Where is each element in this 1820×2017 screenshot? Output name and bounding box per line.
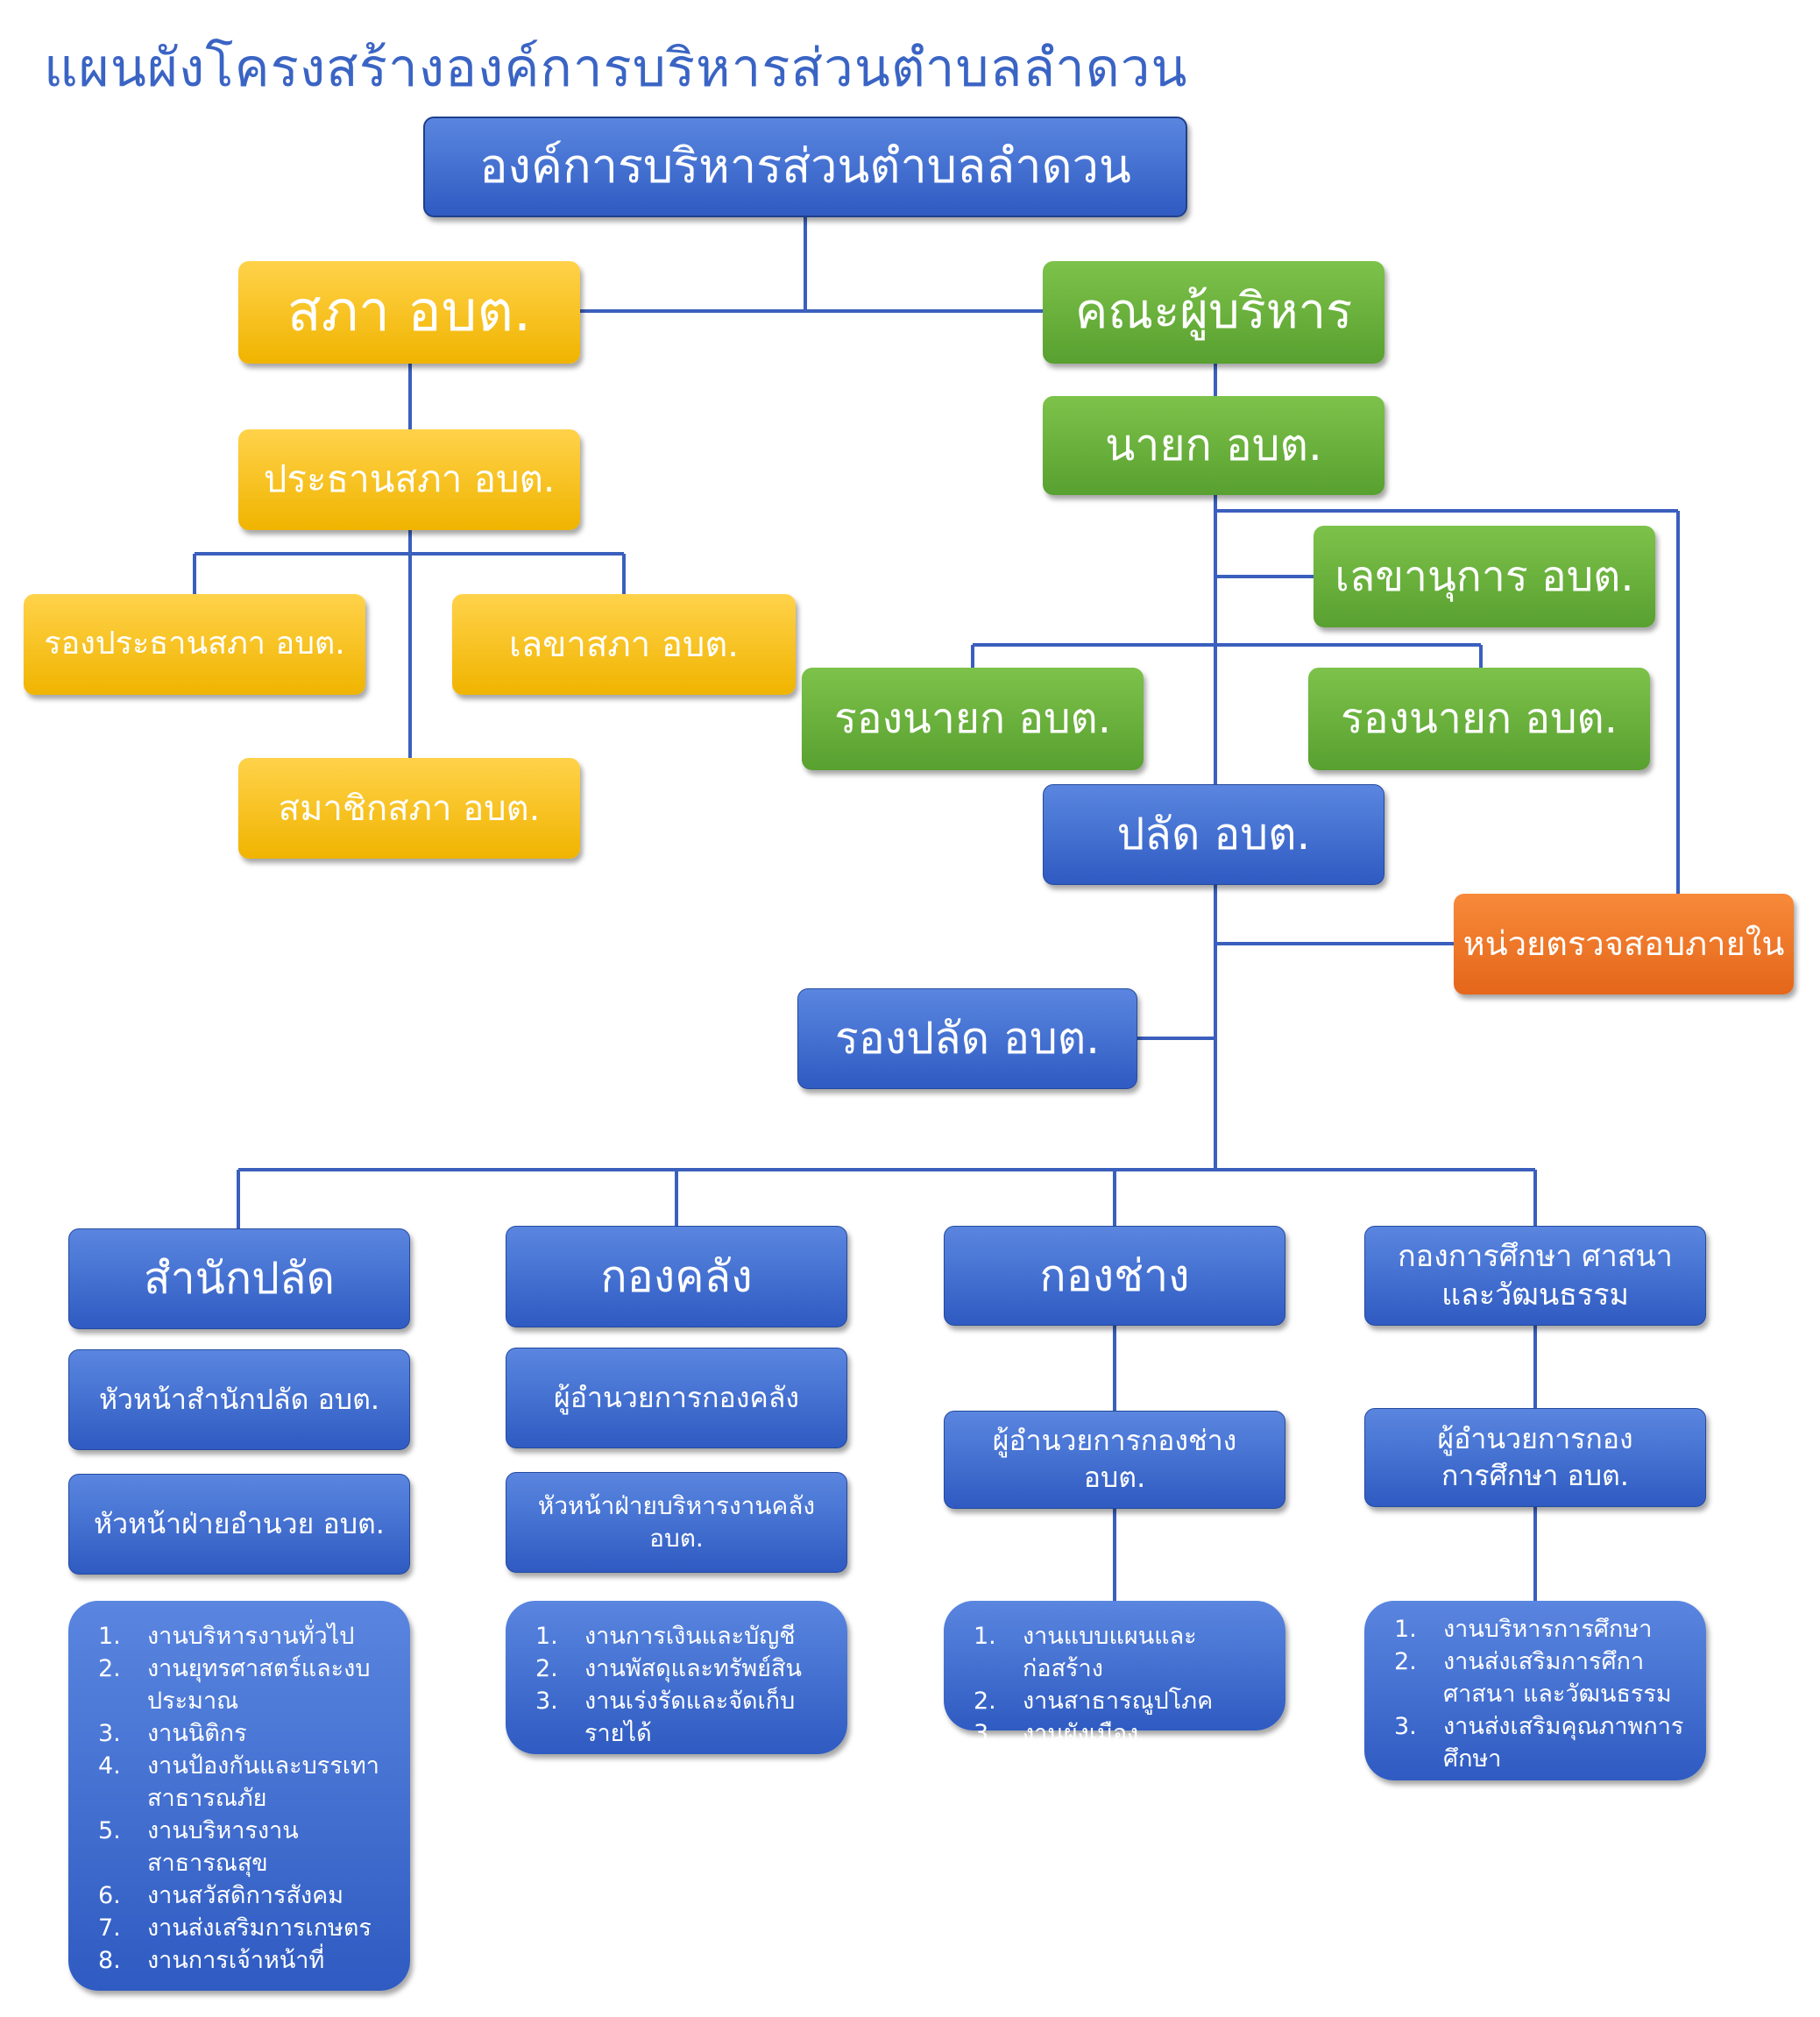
list-item: 1.งานการเงินและบัญชี — [535, 1623, 796, 1650]
deputy-clerk-label: รองปลัด อบต. — [834, 1013, 1101, 1064]
list-item: 4.งานป้องกันและบรรเทาสาธารณภัย — [98, 1752, 379, 1812]
list-item: 3.งานเร่งรัดและจัดเก็บรายได้ — [535, 1688, 796, 1747]
division-education-node: กองการศึกษา ศาสนาและวัฒนธรรม — [1364, 1226, 1706, 1326]
list-item: 7.งานส่งเสริมการเกษตร — [98, 1914, 372, 1942]
list-item: 2.งานส่งเสริมการศึกาศาสนา และวัฒนธรรม — [1394, 1648, 1672, 1708]
division-finance-head-label: ผู้อำนวยการกองคลัง — [554, 1380, 799, 1414]
list-item: 8.งานการเจ้าหน้าที่ — [98, 1947, 325, 1974]
division-office-node: สำนักปลัด — [68, 1228, 410, 1329]
list-item: 3.งานนิติกร — [98, 1720, 247, 1747]
council-node: สภา อบต. — [238, 261, 580, 364]
division-education-head-node: ผู้อำนวยการกองการศึกษา อบต. — [1364, 1408, 1706, 1507]
mayor-node-label: นายก อบต. — [1105, 420, 1322, 471]
page-title: แผนผังโครงสร้างองค์การบริหารส่วนตำบลลำดว… — [44, 38, 1188, 99]
list-item: 2.งานสาธารณูปโภค — [974, 1688, 1214, 1715]
division-engineering-head-node: ผู้อำนวยการกองช่าง อบต. — [944, 1411, 1285, 1509]
list-item: 1.งานแบบแผนและก่อสร้าง — [974, 1623, 1197, 1682]
division-finance-node: กองคลัง — [506, 1226, 847, 1327]
executive-node-label: คณะผู้บริหาร — [1074, 283, 1353, 341]
council-members-node: สมาชิกสภา อบต. — [238, 758, 580, 859]
list-item: 2.งานยุทรศาสตร์และงบประมาณ — [98, 1655, 371, 1715]
deputy-mayor-1-node: รองนายก อบต. — [802, 668, 1144, 770]
division-office-label: สำนักปลัด — [144, 1253, 335, 1304]
division-finance-task-list: 1.งานการเงินและบัญชี 2.งานพัสดุและทรัพย์… — [506, 1601, 847, 1754]
division-engineering-node: กองช่าง — [944, 1226, 1285, 1326]
list-item: 3.งานส่งเสริมคุณภาพการศึกษา — [1394, 1713, 1684, 1773]
division-office-head-node: หัวหน้าสำนักปลัด อบต. — [68, 1349, 410, 1450]
list-item: 3.งานผังเมือง — [974, 1720, 1139, 1747]
division-finance-label: กองคลัง — [600, 1250, 753, 1302]
council-vice-chair-node: รองประธานสภา อบต. — [24, 594, 365, 695]
list-item: 1.งานบริหารการศึกษา — [1394, 1616, 1653, 1643]
council-members-label: สมาชิกสภา อบต. — [278, 788, 541, 829]
division-office-subhead-label: หัวหน้าฝ่ายอำนวย อบต. — [94, 1506, 385, 1540]
division-education-label: กองการศึกษา ศาสนาและวัฒนธรรม — [1398, 1238, 1673, 1313]
council-secretary-label: เลขาสภา อบต. — [508, 624, 740, 665]
top-node-label: องค์การบริหารส่วนตำบลลำดวน — [479, 138, 1131, 195]
internal-audit-node: หน่วยตรวจสอบภายใน — [1454, 894, 1794, 994]
council-chair-node: ประธานสภา อบต. — [238, 429, 580, 530]
list-item: 6.งานสวัสดิการสังคม — [98, 1882, 343, 1909]
clerk-node: ปลัด อบต. — [1043, 784, 1384, 885]
division-office-subhead-node: หัวหน้าฝ่ายอำนวย อบต. — [68, 1474, 410, 1575]
division-engineering-head-label: ผู้อำนวยการกองช่าง อบต. — [992, 1424, 1237, 1494]
division-finance-subhead-label: หัวหน้าฝ่ายบริหารงานคลัง อบต. — [537, 1491, 816, 1553]
division-finance-subhead-node: หัวหน้าฝ่ายบริหารงานคลัง อบต. — [506, 1472, 847, 1573]
executive-node: คณะผู้บริหาร — [1043, 261, 1384, 364]
mayor-secretary-label: เลขานุการ อบต. — [1335, 551, 1634, 601]
internal-audit-label: หน่วยตรวจสอบภายใน — [1462, 924, 1785, 963]
list-item: 5.งานบริหารงานสาธารณสุข — [98, 1817, 299, 1877]
division-office-task-list: 1.งานบริหารงานทั่วไป 2.งานยุทรศาสตร์และง… — [68, 1601, 410, 1991]
top-node: องค์การบริหารส่วนตำบลลำดวน — [423, 117, 1187, 217]
list-item: 1.งานบริหารงานทั่วไป — [98, 1623, 355, 1650]
clerk-node-label: ปลัด อบต. — [1116, 809, 1311, 860]
deputy-mayor-2-node: รองนายก อบต. — [1308, 668, 1650, 770]
division-engineering-task-list: 1.งานแบบแผนและก่อสร้าง 2.งานสาธารณูปโภค … — [944, 1601, 1285, 1747]
division-engineering-label: กองช่าง — [1039, 1249, 1190, 1301]
deputy-clerk-node: รองปลัด อบต. — [797, 988, 1137, 1089]
deputy-mayor-2-label: รองนายก อบต. — [1341, 694, 1618, 744]
division-finance-head-node: ผู้อำนวยการกองคลัง — [506, 1348, 847, 1448]
council-node-label: สภา อบต. — [287, 279, 532, 344]
mayor-secretary-node: เลขานุการ อบต. — [1314, 526, 1655, 627]
division-education-task-list: 1.งานบริหารการศึกษา 2.งานส่งเสริมการศึกา… — [1364, 1601, 1706, 1780]
council-chair-label: ประธานสภา อบต. — [263, 457, 556, 501]
deputy-mayor-1-label: รองนายก อบต. — [834, 694, 1111, 744]
mayor-node: นายก อบต. — [1043, 396, 1384, 495]
list-item: 2.งานพัสดุและทรัพย์สิน — [535, 1655, 802, 1682]
council-secretary-node: เลขาสภา อบต. — [452, 594, 796, 695]
division-office-head-label: หัวหน้าสำนักปลัด อบต. — [98, 1382, 380, 1416]
council-vice-chair-label: รองประธานสภา อบต. — [44, 626, 345, 662]
division-education-head-label: ผู้อำนวยการกองการศึกษา อบต. — [1437, 1421, 1633, 1492]
